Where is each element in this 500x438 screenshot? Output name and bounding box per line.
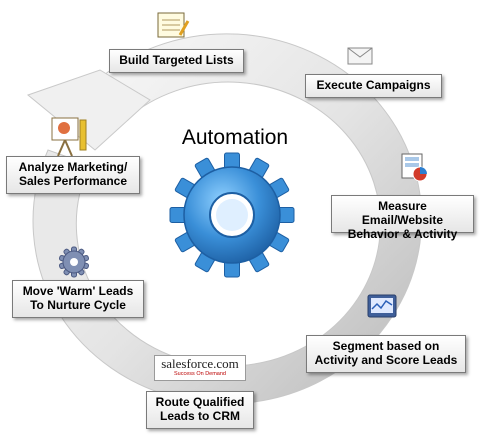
step-build-targeted-lists: Build Targeted Lists: [109, 49, 244, 73]
salesforce-logo: salesforce.com Success On Demand: [154, 355, 246, 381]
envelope-icon: [347, 47, 373, 65]
automation-gear-icon: [169, 152, 295, 278]
monitor-chart-icon: [367, 294, 397, 318]
notepad-icon: [157, 12, 190, 38]
gear-small-icon: [58, 246, 90, 278]
salesforce-logo-word: salesforce.com: [161, 356, 239, 371]
step-execute-campaigns: Execute Campaigns: [305, 74, 442, 98]
step-segment-score-leads: Segment based on Activity and Score Lead…: [306, 335, 466, 373]
step-analyze-performance: Analyze Marketing/ Sales Performance: [6, 156, 140, 194]
presentation-board-icon: [51, 117, 87, 157]
chart-report-icon: [401, 153, 428, 182]
salesforce-logo-tagline: Success On Demand: [174, 371, 226, 377]
step-route-to-crm: Route Qualified Leads to CRM: [146, 391, 254, 429]
diagram-title: Automation: [181, 126, 289, 149]
step-nurture-cycle: Move 'Warm' Leads To Nurture Cycle: [12, 280, 144, 318]
step-measure-behavior: Measure Email/Website Behavior & Activit…: [331, 195, 474, 241]
